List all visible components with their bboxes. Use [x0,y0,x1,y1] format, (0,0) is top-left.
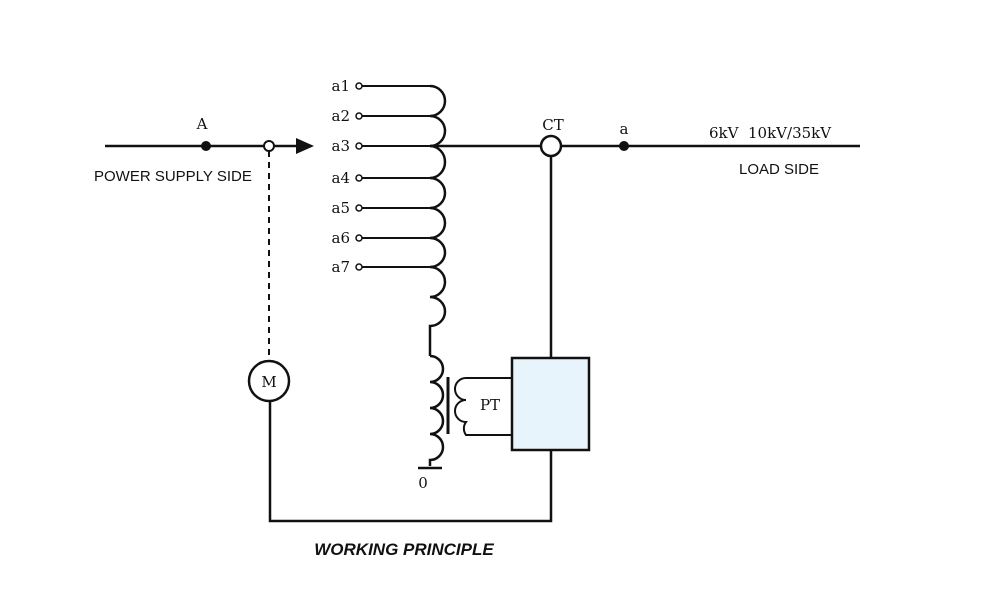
node-A-label: A [196,115,208,133]
node-a-dot [619,141,629,151]
tap-a1-label: a1 [332,77,351,95]
motor-label: M [261,373,276,391]
load-side-label: LOAD SIDE [739,161,819,178]
tap-a4-label: a4 [332,169,351,187]
tap-terminals [355,82,363,271]
tap-a3-label: a3 [332,137,351,155]
node-a-label: a [620,120,629,138]
tap-a7-label: a7 [332,258,351,276]
selector-arrow [296,138,314,154]
selector-pivot [263,140,275,152]
ct-label: CT [542,116,563,134]
tap-a5-label: a5 [332,199,351,217]
pt-winding [454,377,512,436]
motor-symbol [247,359,291,403]
power-supply-side-label: POWER SUPPLY SIDE [94,168,252,185]
node-A-dot [201,141,211,151]
tapped-winding-coil [428,84,447,356]
control-feedback-line [268,401,553,523]
ct-symbol [539,134,563,158]
ground-label: 0 [418,474,428,492]
pt-label: PT [480,396,500,414]
transformer-winding [428,354,445,466]
caption: WORKING PRINCIPLE [314,540,494,559]
tap-lines [360,85,430,268]
voltage-label: 6kV 10kV/35kV [709,124,832,142]
tap-a2-label: a2 [332,107,351,125]
controller-box [510,356,591,452]
tap-a6-label: a6 [332,229,351,247]
